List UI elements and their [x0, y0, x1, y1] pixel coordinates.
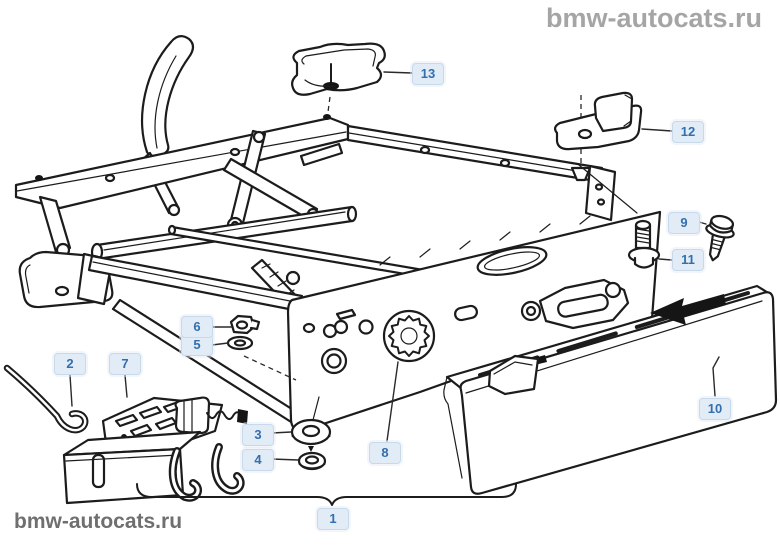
trim-panel-part-10 — [443, 284, 778, 495]
callout-2[interactable]: 2 — [54, 353, 86, 375]
watermark-bottom-left: bmw-autocats.ru — [14, 510, 183, 533]
washer-part-4 — [297, 451, 327, 471]
bolt-part-11 — [578, 164, 661, 269]
leader-lines — [69, 71, 720, 506]
callout-3[interactable]: 3 — [242, 424, 274, 446]
seat-frame — [14, 35, 617, 429]
bracket-part-12 — [553, 91, 643, 182]
cover-part-13 — [291, 42, 386, 120]
side-panel — [286, 210, 662, 432]
rod-part-2 — [3, 364, 89, 434]
callout-4[interactable]: 4 — [242, 449, 274, 471]
nut-part-6 — [229, 314, 261, 335]
bracket-assembly-part-7 — [62, 396, 248, 505]
washer-part-3 — [290, 396, 332, 452]
callout-12[interactable]: 12 — [672, 121, 704, 143]
callout-10[interactable]: 10 — [699, 398, 731, 420]
watermark-top-right: bmw-autocats.ru — [545, 3, 762, 33]
callout-7[interactable]: 7 — [109, 353, 141, 375]
callout-9[interactable]: 9 — [668, 212, 700, 234]
screw-part-9 — [705, 214, 735, 262]
callout-6[interactable]: 6 — [181, 316, 213, 338]
callout-1[interactable]: 1 — [317, 508, 349, 530]
callout-8[interactable]: 8 — [369, 442, 401, 464]
callout-11[interactable]: 11 — [672, 249, 704, 271]
washer-part-5 — [226, 335, 297, 381]
group-brace-part-1 — [136, 483, 517, 506]
callout-13[interactable]: 13 — [412, 63, 444, 85]
